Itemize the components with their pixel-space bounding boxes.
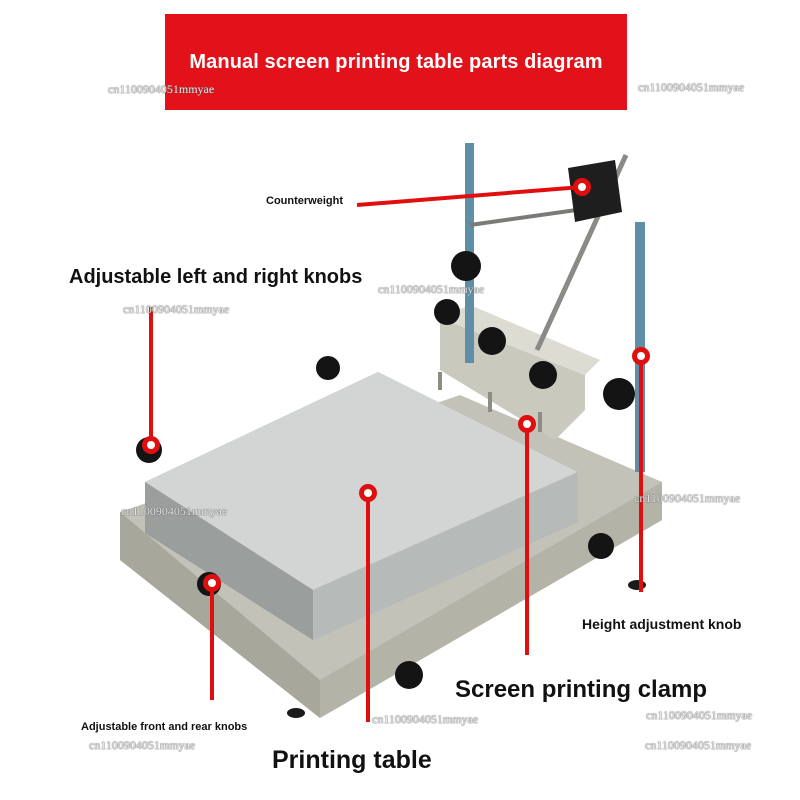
callout-lines [149,185,643,722]
label-height-adjustment-knob: Height adjustment knob [582,616,742,632]
watermark: cn1100904051mmyae [372,712,479,726]
watermark: cn1100904051mmyae [123,302,230,316]
watermark: cn1100904051mmyae [378,282,485,296]
watermark: cn1100904051mmyae [646,708,753,722]
title-banner: Manual screen printing table parts diagr… [165,14,627,110]
printing-plate [145,372,578,640]
watermark: cn1100904051mmyae [634,491,741,505]
watermark: cn1100904051mmyae [121,504,228,518]
watermark: cn1100904051mmyae [89,738,196,752]
threaded-rod [635,222,645,472]
knobs [136,251,635,689]
counterweight-block [568,160,622,222]
label-printing-table: Printing table [272,746,432,774]
watermark: cn1100904051mmyae [638,80,745,94]
label-front-rear-knobs: Adjustable front and rear knobs [81,721,248,733]
clamp-rail [438,305,600,440]
label-screen-printing-clamp: Screen printing clamp [455,676,708,703]
watermark: cn1100904051mmyae [645,738,752,752]
label-left-right-knobs: Adjustable left and right knobs [69,266,363,288]
base-foot [287,708,305,718]
diagram-title: Manual screen printing table parts diagr… [189,50,603,73]
callout-markers [142,178,650,592]
watermark: cn1100904051mmyae [108,82,215,96]
base-foot [628,580,646,590]
label-counterweight: Counterweight [266,195,343,207]
